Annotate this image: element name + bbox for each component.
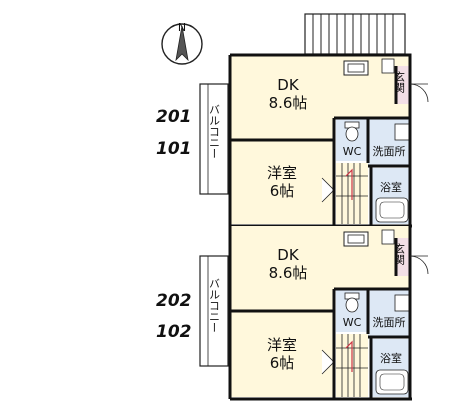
dk-label: DK: [277, 76, 300, 94]
entrance-door-icon: [409, 255, 429, 275]
bedroom-size-label: 6帖: [270, 354, 295, 372]
wc-label: WC: [343, 316, 362, 329]
entrance: [396, 238, 410, 276]
bedroom-label: 洋室: [267, 336, 297, 354]
dk-label: DK: [277, 246, 300, 264]
washbasin-icon: [394, 294, 410, 312]
entrance-label: 玄関: [393, 242, 406, 265]
balcony-label: バルコニー: [208, 278, 221, 333]
bedroom: [230, 118, 334, 224]
compass-north-label: N: [178, 21, 186, 34]
washroom-label: 洗面所: [373, 145, 406, 158]
unit-label-202: 202: [156, 291, 192, 311]
unit-label-101: 101: [156, 139, 192, 159]
washbasin-icon: [394, 123, 410, 141]
bathtub-icon: [375, 197, 409, 223]
toilet-icon: [344, 292, 360, 313]
unit-label-102: 102: [156, 322, 192, 342]
washroom-label: 洗面所: [373, 316, 406, 329]
interior-stairs: [321, 163, 368, 224]
bedroom-size-label: 6帖: [270, 182, 295, 200]
dk-size-label: 8.6帖: [269, 94, 308, 112]
unit-lower: バルコニー: [199, 226, 429, 401]
exterior-stairs: [304, 13, 406, 55]
unit-label-201: 201: [156, 107, 192, 127]
balcony-label: バルコニー: [208, 104, 221, 159]
entrance-label: 玄関: [393, 70, 406, 93]
bath-label: 浴室: [380, 351, 402, 365]
bedroom-label: 洋室: [267, 164, 297, 182]
bath-label: 浴室: [380, 180, 402, 194]
dk-size-label: 8.6帖: [269, 264, 308, 282]
bedroom: [230, 289, 334, 397]
entrance-door-icon: [409, 83, 429, 103]
north-arrow-icon: N: [161, 21, 203, 65]
toilet-icon: [344, 121, 360, 142]
entrance: [396, 66, 410, 104]
unit-upper: バルコニー: [199, 53, 429, 228]
interior-stairs: [321, 334, 368, 397]
bathtub-icon: [375, 369, 409, 395]
wc-label: WC: [343, 145, 362, 158]
dk-room: [230, 55, 410, 118]
dk-room: [230, 226, 410, 289]
